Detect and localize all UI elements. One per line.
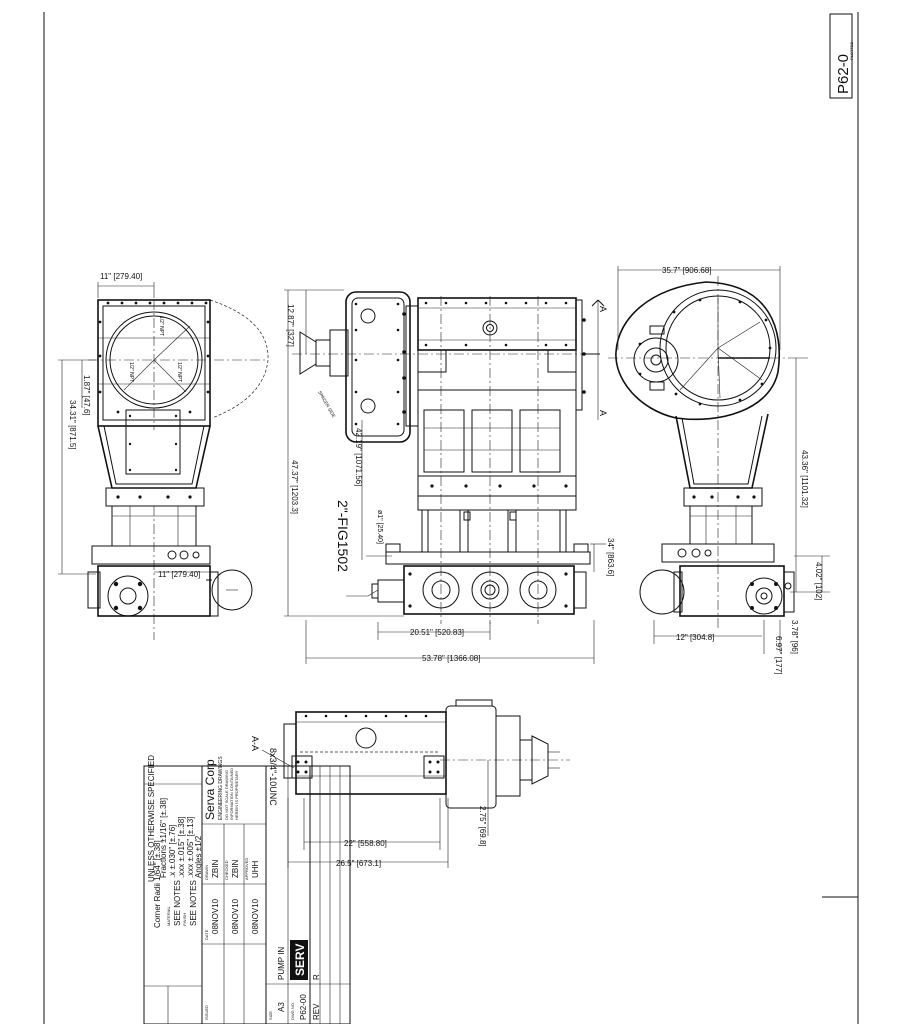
title-block: UNLESS OTHERWISE SPECIFIED Fractions ±1/… [143, 755, 351, 1024]
material-label: MATERIAL [166, 906, 171, 926]
right-side-view: 35.7" [906.68] 43.36" [1101.32] 4.02" [1… [608, 266, 830, 674]
sheet-border [43, 12, 859, 1024]
drawn-by: ZBIN [211, 860, 220, 878]
left-npt-label-2: 1/2" NPT [128, 362, 134, 382]
rev-label: REV [312, 1003, 321, 1020]
size-label: SIZE [268, 1011, 273, 1020]
right-dim-b-label: 6.97" [177] [774, 636, 783, 674]
left-overall-height-label: 34.31" [871.5] [68, 400, 77, 450]
serva-logo [290, 940, 308, 980]
front-total-height-label: 47.37" [1203.3] [290, 460, 299, 514]
left-side-view: 11" [279.40] 34.31" [871.5] 1.87" [47.6]… [58, 272, 269, 640]
date-approved: 08NOV10 [251, 898, 260, 934]
confidential-line-1: DO NOT SCALE DRAWING [224, 770, 229, 820]
nozzle-diameter-label: ø1" [25.40] [376, 510, 383, 544]
front-upper-height-label: 12.87" [327] [286, 304, 295, 347]
size-value: A3 [277, 1002, 286, 1012]
right-top-width-label: 35.7" [906.68] [662, 266, 712, 275]
approved-by: UHH [251, 860, 260, 878]
section-inner-width-label: 22" [558.80] [344, 839, 387, 848]
tol-fractions: Fractions ±1/16" [±.38] [159, 798, 168, 878]
front-total-width-label: 53.78" [1366.08] [422, 654, 480, 663]
left-width-top-label: 11" [279.40] [100, 272, 142, 281]
issued-label: ISSUED [204, 1005, 209, 1020]
left-npt-label-1: 1/2" NPT [158, 316, 164, 336]
section-mark-top: A [598, 306, 608, 312]
section-title-label: A-A [250, 736, 260, 751]
tol-xxx: .xxx ±.005" [±.13] [186, 817, 195, 878]
section-right-height-label: 2.75" [69.8] [478, 806, 487, 847]
approved-label: APPROVED [244, 858, 249, 880]
top-drawing-number: P62-0 [829, 13, 853, 99]
front-view: SPACER SIDE [284, 289, 615, 664]
front-mid-height-label: 42.19" [1071.56] [354, 428, 363, 486]
dwg-no-value: P62-00 [299, 994, 308, 1020]
rev-column-2: R [312, 974, 321, 980]
drawing-title: PUMP IN [277, 947, 286, 980]
right-main-height-label: 43.36" [1101.32] [800, 450, 809, 508]
right-dim-a-label: 3.78" [96] [790, 620, 799, 654]
left-inner-height-label: 1.87" [47.6] [82, 375, 91, 416]
section-mark-bottom: A [598, 410, 608, 416]
spacer-side-note: SPACER SIDE [317, 390, 336, 418]
date-drawn: 08NOV10 [211, 898, 220, 934]
front-right-height-label: 34" [863.6] [606, 538, 615, 576]
company-name: Serva Corp [203, 759, 217, 820]
svg-text:P62-0: P62-0 [835, 54, 852, 94]
company-subtitle: ENGINEERING DRAWINGS [218, 756, 224, 820]
logo-text: SERV [293, 944, 307, 976]
material-value: SEE NOTES [173, 880, 182, 926]
left-width-bottom-label: 11" [279.40] [158, 570, 200, 579]
plotted-note: PLOTTED [849, 41, 854, 60]
tol-radii: Corner Radii 1/64" [±.38] [153, 840, 162, 928]
tolerance-header: UNLESS OTHERWISE SPECIFIED [147, 755, 156, 882]
date-label-1: DATE [204, 929, 209, 940]
tol-angles: Angles ±1/2 [194, 835, 203, 878]
front-inner-width-label: 20.51" [520.83] [410, 628, 464, 637]
checked-label: CHECKED [224, 860, 229, 880]
tol-x: .x ±.030" [±.76] [168, 825, 177, 878]
drawn-label: DRAWN [204, 865, 209, 880]
confidential-line-2: INFORMATION CONTAINED [229, 768, 234, 820]
section-outer-width-label: 26.5" [673.1] [336, 859, 381, 868]
confidential-line-3: HEREIN IS PROPRIETARY [234, 770, 239, 820]
right-bottom-width-label: 12" [304.8] [676, 633, 714, 642]
finish-value: SEE NOTES [189, 880, 198, 926]
right-small-height-label: 4.02" [102] [814, 562, 823, 600]
section-aa-view: 22" [558.80] 26.5" [673.1] 2.75" [69.8] … [250, 699, 570, 868]
section-bolt-callout: 8x3/4"-10UNC [268, 748, 278, 806]
suction-fig-label: 2"-FIG1502 [335, 500, 351, 572]
date-checked: 08NOV10 [231, 898, 240, 934]
finish-label: FINISH [182, 913, 187, 926]
left-npt-label-3: 1/2" NPT [176, 362, 182, 382]
tol-xx: .xxx ±.015" [±.38] [177, 817, 186, 878]
dwg-no-label: DWG NO. [290, 1002, 295, 1020]
checked-by: ZBIN [231, 860, 240, 878]
